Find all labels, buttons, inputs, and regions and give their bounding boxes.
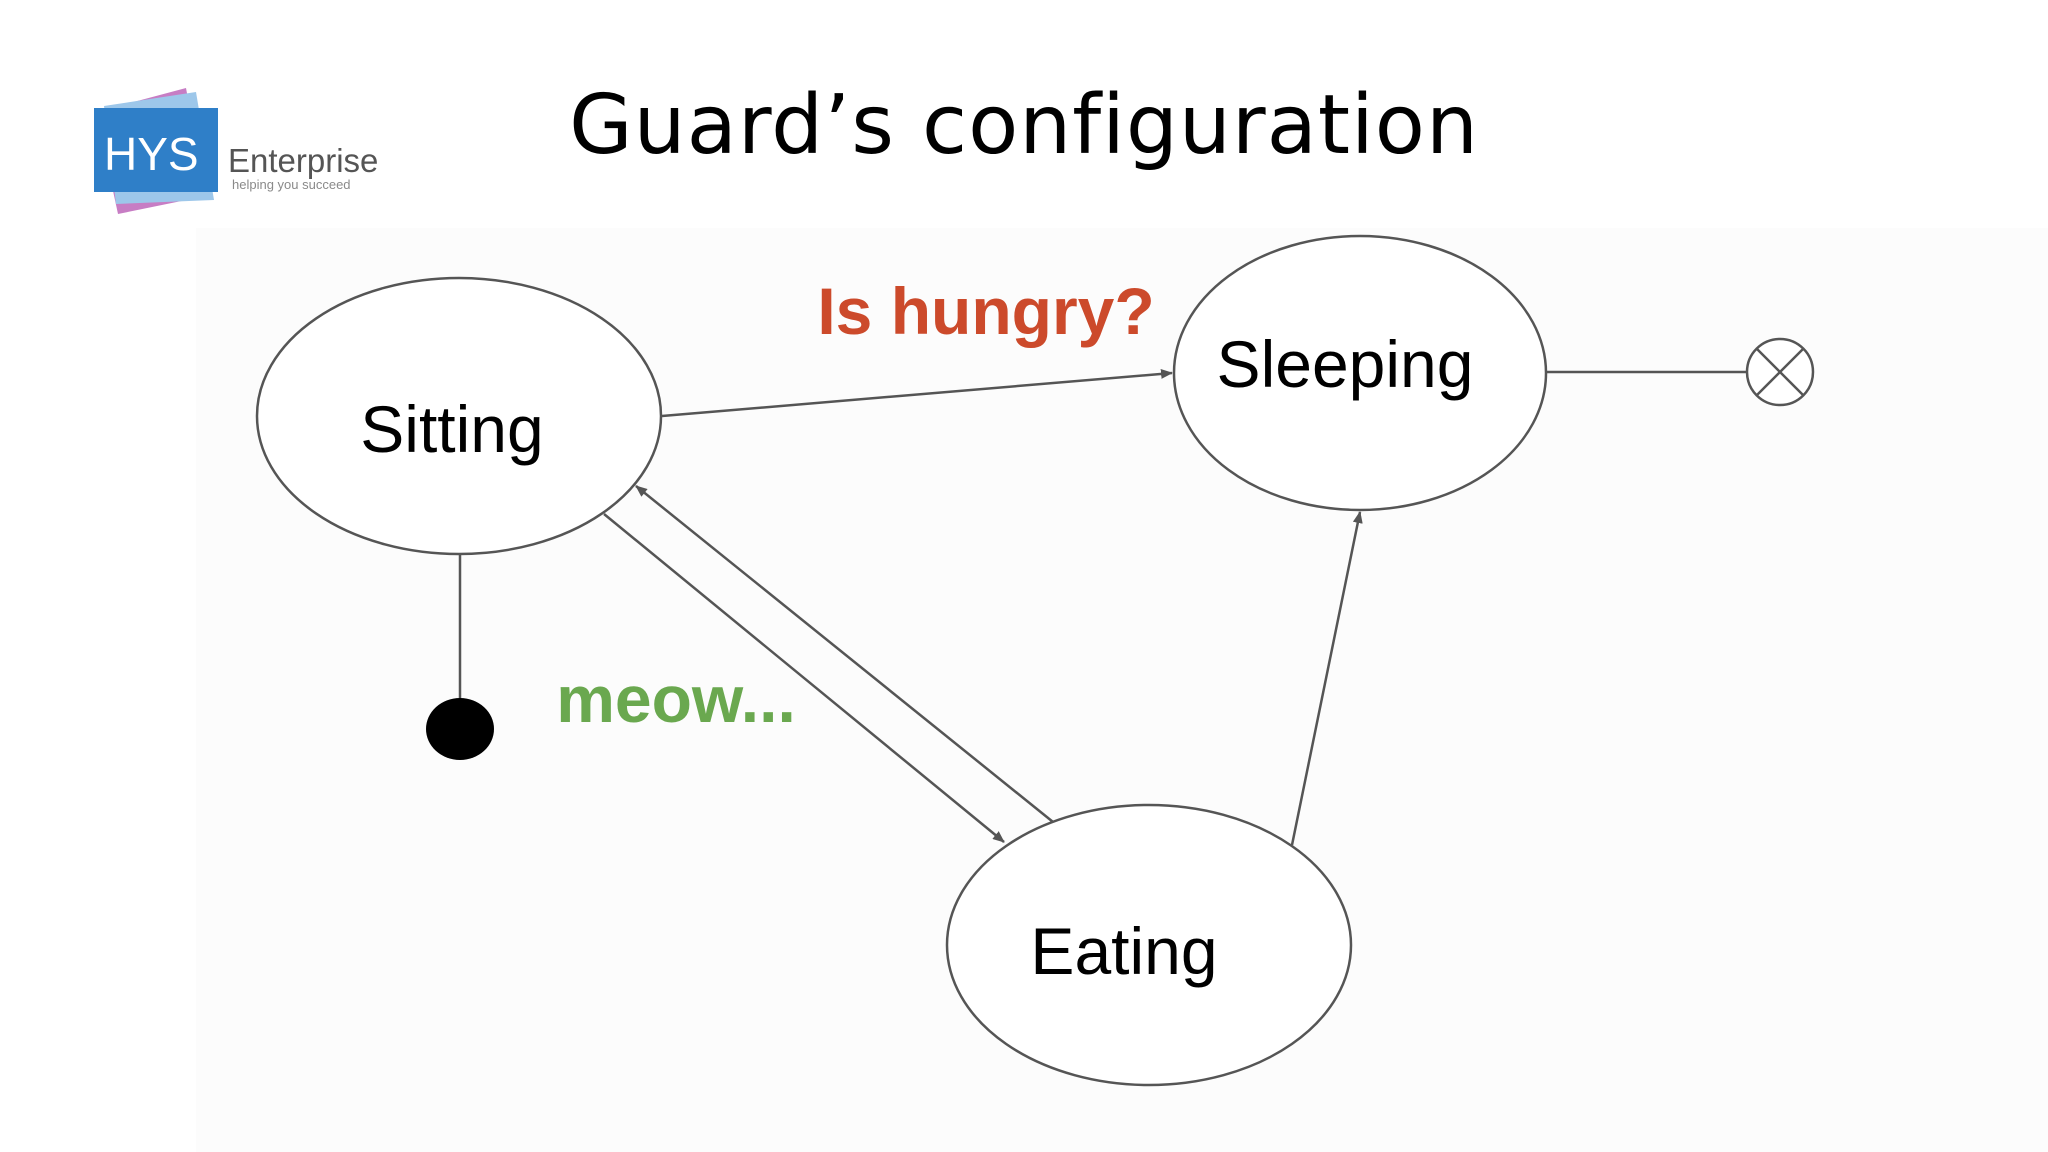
state-eating	[945, 803, 1353, 1087]
slide-title: Guard’s configuration	[0, 78, 2048, 173]
transition-eating-to-sitting	[635, 485, 1059, 827]
initial-state-dot	[426, 698, 494, 760]
guard-label-is-hungry: Is hungry?	[817, 274, 1154, 348]
logo-blue-box	[94, 108, 218, 192]
logo-name: Enterprise	[228, 142, 378, 179]
logo-tagline: helping you succeed	[232, 177, 351, 192]
logo-mark: HYS	[104, 128, 199, 180]
state-sitting-label: Sitting	[360, 392, 543, 466]
slide-title-text: Guard’s configuration	[569, 78, 1479, 173]
state-eating-label: Eating	[1030, 914, 1217, 988]
hys-logo: HYS Enterprise helping you succeed	[94, 88, 378, 214]
transition-sitting-to-sleeping	[661, 368, 1173, 418]
state-sleeping	[1172, 234, 1548, 512]
state-sitting	[255, 276, 663, 556]
final-state-icon	[1745, 337, 1815, 407]
state-sleeping-label: Sleeping	[1217, 327, 1474, 401]
transition-sitting-to-eating	[603, 513, 1005, 843]
guard-label-meow: meow...	[556, 662, 796, 736]
transition-eating-to-sleeping	[1290, 511, 1363, 846]
